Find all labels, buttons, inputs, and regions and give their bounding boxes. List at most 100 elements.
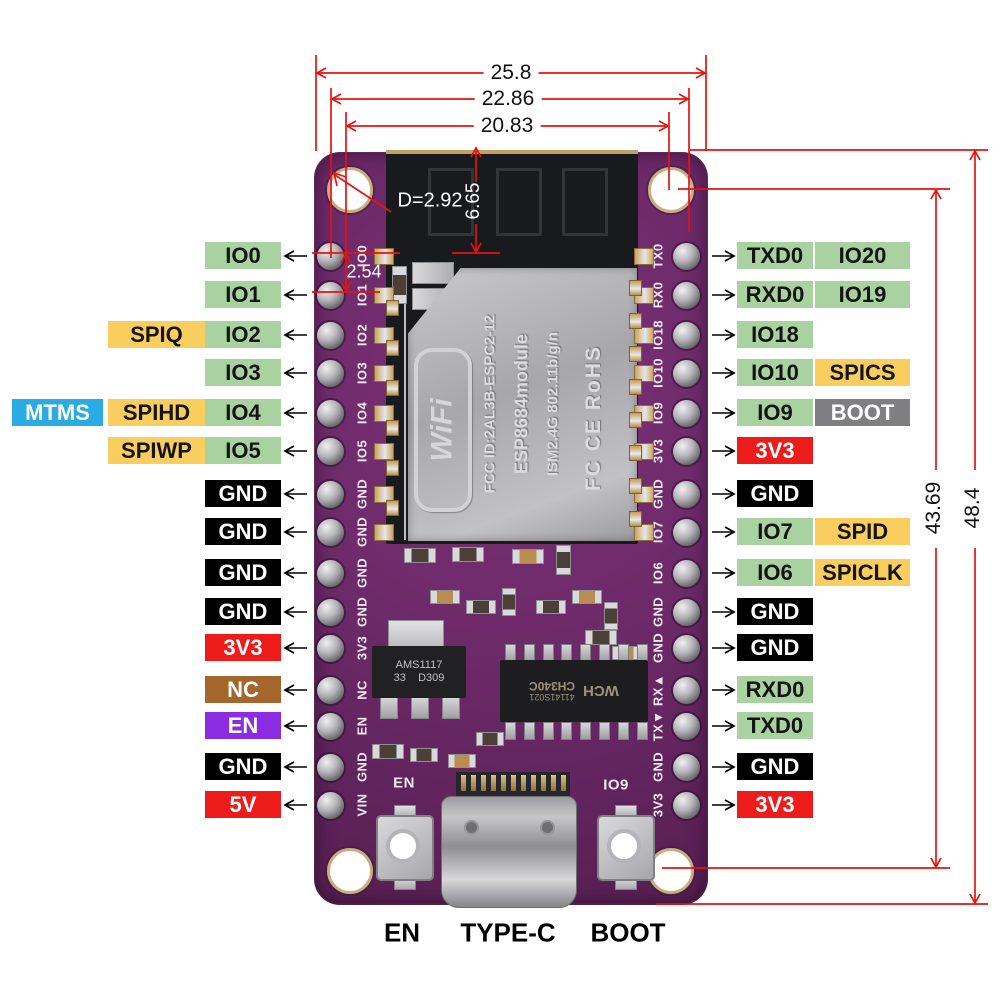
- module-silk-line: [404, 270, 406, 540]
- uart-chip-logo: WCH: [583, 682, 619, 700]
- pin-label-right: 3V3: [737, 791, 813, 818]
- pin-label-left: IO0: [205, 242, 281, 269]
- module-edge-pad: [629, 280, 642, 296]
- regulator-leg: [442, 697, 460, 719]
- dim-hole-span-vertical: 43.69: [922, 481, 945, 535]
- mounting-hole-top-right: [648, 167, 694, 213]
- alt-pin-label-left: SPIQ: [108, 321, 205, 348]
- shield-module-name: ESP8684module: [511, 333, 532, 475]
- silkscreen-pin-name: TX▼: [650, 710, 666, 742]
- smd-component: [452, 547, 484, 562]
- usb-type-c-connector: [441, 796, 577, 908]
- silkscreen-pin-name: IO1: [354, 283, 370, 307]
- antenna-trace: [428, 168, 474, 236]
- dim-hole-diameter: D=2.92: [397, 189, 463, 212]
- pin-label-left: IO5: [205, 437, 281, 464]
- shield-fcc-id: FCC ID:2AL3B-ESPC2-12: [481, 314, 499, 494]
- module-edge-pad: [386, 420, 399, 436]
- module-edge-pad: [629, 313, 642, 329]
- through-hole-pin: [672, 712, 700, 740]
- type-c-label: TYPE-C: [460, 917, 556, 948]
- pin-label-left: GND: [205, 518, 281, 545]
- module-edge-pad: [629, 412, 642, 428]
- smd-pad: [374, 365, 394, 382]
- smd-component: [430, 590, 460, 604]
- smd-pad: [374, 524, 394, 541]
- silkscreen-pin-name: 3V3: [650, 792, 666, 818]
- smd-pad: [374, 405, 394, 422]
- silkscreen-pin-name: IO2: [354, 323, 370, 347]
- through-hole-pin: [672, 437, 700, 465]
- alt-pin-label-left: SPIWP: [108, 437, 205, 464]
- silkscreen-pin-name: GND: [354, 516, 370, 548]
- smd-pad: [634, 524, 654, 541]
- silkscreen-pin-name: GND: [650, 632, 666, 664]
- silkscreen-pin-name: GND: [650, 751, 666, 783]
- wifi-logo-text: WiFi: [426, 398, 460, 462]
- dim-hole-span: 20.83: [473, 114, 541, 138]
- en-label: EN: [383, 917, 421, 948]
- through-hole-pin: [672, 791, 700, 819]
- usb-pin: [501, 775, 506, 791]
- smd-component: [404, 548, 436, 563]
- smd-component: [372, 744, 404, 759]
- silkscreen-pin-name: IO6: [650, 561, 666, 585]
- silkscreen-pin-name: GND: [650, 596, 666, 628]
- module-edge-pad: [386, 500, 399, 516]
- pin-label-left: IO2: [205, 321, 281, 348]
- through-hole-pin: [672, 634, 700, 662]
- regulator-marking: 33 D309: [393, 672, 445, 684]
- dim-width-overall: 25.8: [483, 61, 539, 85]
- silkscreen-pin-name: GND: [354, 557, 370, 589]
- module-edge-pad: [629, 445, 642, 461]
- smd-component: [412, 262, 454, 284]
- smd-component: [466, 600, 496, 614]
- alt-pin-label-right: SPID: [815, 518, 910, 545]
- module-edge-pad: [629, 346, 642, 362]
- smd-component: [536, 600, 566, 614]
- shield-cert-marks: FC CE RoHS: [582, 345, 605, 491]
- pin-label-right: IO18: [737, 321, 813, 348]
- alt-pin-label-right: IO19: [815, 281, 910, 308]
- pin-label-left: GND: [205, 753, 281, 780]
- through-hole-pin: [316, 480, 344, 508]
- pin-label-right: GND: [737, 753, 813, 780]
- silkscreen-pin-name: NC: [354, 680, 370, 700]
- smd-pad: [374, 327, 394, 344]
- pin-label-right: IO6: [737, 559, 813, 586]
- smd-component: [556, 545, 571, 575]
- antenna-trace: [496, 168, 542, 236]
- through-hole-pin: [316, 359, 344, 387]
- pin-label-right: RXD0: [737, 281, 813, 308]
- en-button-cap: [386, 829, 420, 863]
- chip-pin: [617, 722, 629, 740]
- antenna-trace: [562, 168, 608, 236]
- through-hole-pin: [316, 242, 344, 270]
- usb-pin: [511, 775, 516, 791]
- silkscreen-pin-name: IO4: [354, 401, 370, 425]
- chip-pin: [599, 722, 610, 740]
- through-hole-pin: [672, 281, 700, 309]
- silkscreen-pin-name: IO5: [354, 439, 370, 463]
- smd-component: [502, 588, 516, 616]
- through-hole-pin: [316, 598, 344, 626]
- boot-label: BOOT: [590, 917, 666, 948]
- silkscreen-pin-name: GND: [354, 751, 370, 783]
- dim-pin-row-span: 22.86: [474, 87, 542, 111]
- smd-pad: [634, 248, 654, 265]
- smd-pad: [374, 443, 394, 460]
- through-hole-pin: [316, 712, 344, 740]
- through-hole-pin: [316, 676, 344, 704]
- usb-pin: [541, 775, 546, 791]
- usb-pin: [471, 775, 476, 791]
- through-hole-pin: [316, 399, 344, 427]
- dim-antenna-height: 6.65: [463, 182, 484, 220]
- usb-shell-dimple: [540, 820, 555, 835]
- pin-label-right: GND: [737, 598, 813, 625]
- through-hole-pin: [672, 242, 700, 270]
- usb-pin: [461, 775, 466, 791]
- alt-pin-label-right: SPICS: [815, 359, 910, 386]
- smd-component: [410, 748, 438, 762]
- pin-label-left: GND: [205, 598, 281, 625]
